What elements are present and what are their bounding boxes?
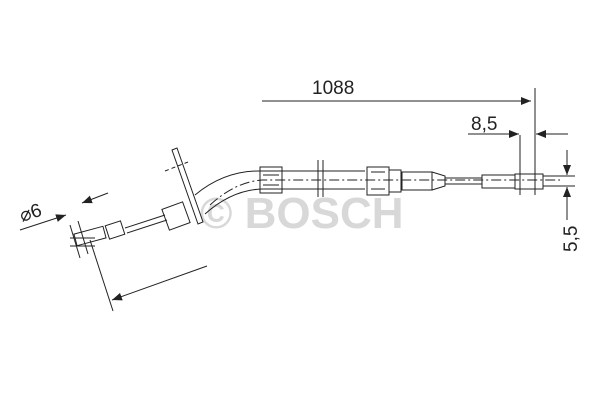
watermark: © BOSCH xyxy=(200,189,404,238)
dim-5-5-label: 5,5 xyxy=(561,226,582,252)
dim-diameter-label: ⌀6 xyxy=(17,200,44,227)
dim-8-5-label: 8,5 xyxy=(471,114,497,135)
dim-diameter-right-arrow xyxy=(81,192,109,204)
dimension-lines xyxy=(19,88,575,312)
dim-diameter-left-arrow xyxy=(19,214,67,231)
dim-1088-label: 1088 xyxy=(312,78,354,99)
dim-bottom-arrow xyxy=(111,265,208,301)
